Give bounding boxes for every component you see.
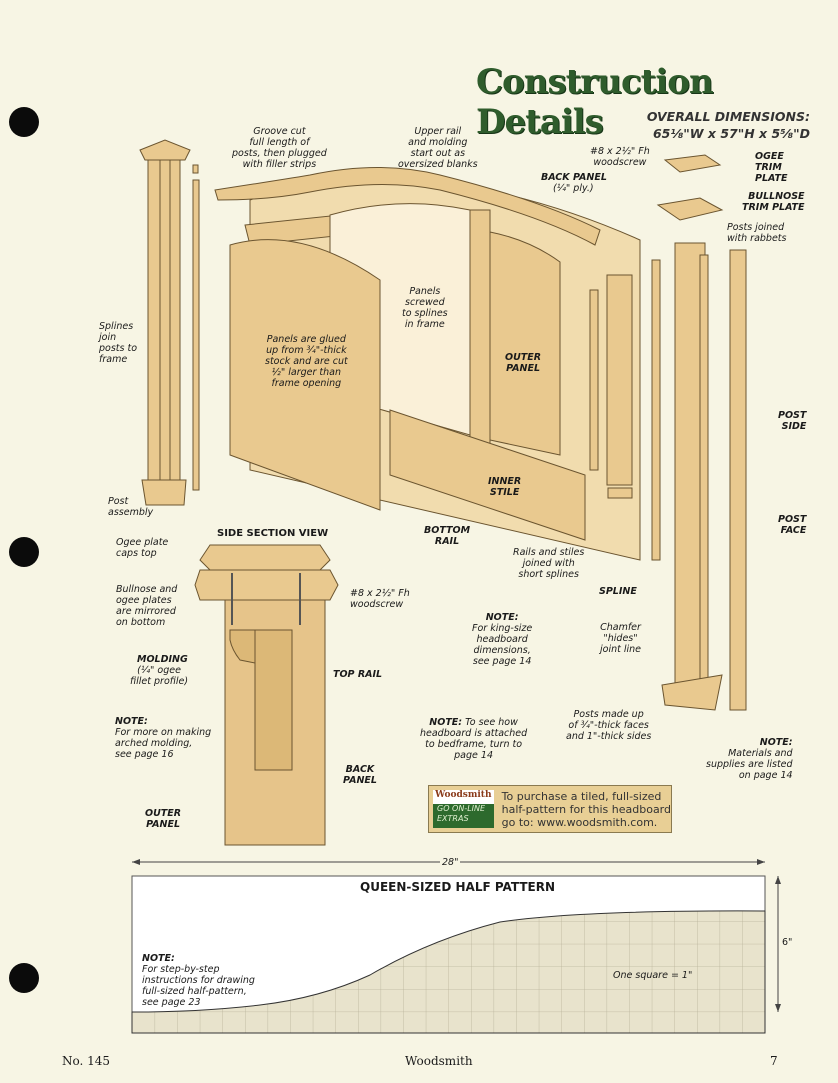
note-heading: NOTE: xyxy=(115,716,148,727)
magazine-name: Woodsmith xyxy=(405,1054,473,1068)
bullnose-trim-plate xyxy=(656,197,724,221)
pattern-title: QUEEN-SIZED HALF PATTERN xyxy=(360,880,556,894)
label-splines-join: Splines join posts to frame xyxy=(99,321,138,365)
logo-go-text: GO xyxy=(437,804,450,813)
label-panels-screwed: Panels screwed to splines in frame xyxy=(402,286,448,330)
logo-text: Woodsmith xyxy=(435,790,492,800)
note-arched: NOTE:For more on making arched molding, … xyxy=(115,716,211,760)
section-molding xyxy=(229,629,256,664)
post-base-right xyxy=(661,674,723,711)
binder-hole xyxy=(9,963,39,993)
label-bullnose-trim: BULLNOSE TRIM PLATE xyxy=(742,191,805,213)
label-upper-rail: Upper rail and molding start out as over… xyxy=(398,126,478,170)
label-post-face: POST FACE xyxy=(778,514,807,536)
filler-strip xyxy=(192,164,199,174)
note-heading: NOTE: xyxy=(759,737,793,748)
section-bullnose-plate xyxy=(194,569,339,601)
pattern-note: NOTE:For step-by-step instructions for d… xyxy=(142,953,255,1008)
label-spline: SPLINE xyxy=(599,586,637,597)
label-bullnose-mirrored: Bullnose and ogee plates are mirrored on… xyxy=(116,584,178,628)
note-text: To see how headboard is attached to bedf… xyxy=(420,717,528,761)
post-cap xyxy=(139,139,191,161)
label-ogee-caps: Ogee plate caps top xyxy=(116,537,169,559)
label-section-woodscrew: #8 x 2½" Fh woodscrew xyxy=(350,588,410,610)
note-king-size: NOTE:For king-size headboard dimensions,… xyxy=(472,612,532,667)
spline xyxy=(651,259,661,561)
label-outer-panel: OUTER PANEL xyxy=(505,352,542,374)
label-posts-made: Posts made up of ¾"-thick faces and 1"-t… xyxy=(566,709,652,742)
label-inner-stile: INNER STILE xyxy=(488,476,522,498)
promo-text: To purchase a tiled, full-sized half-pat… xyxy=(501,789,671,829)
overall-dimensions: OVERALL DIMENSIONS: 65⅛"W x 57"H x 5⅝"D xyxy=(647,108,810,142)
note-heading: NOTE: xyxy=(429,717,463,728)
dimensions-value: 65⅛"W x 57"H x 5⅝"D xyxy=(652,126,810,141)
binder-hole xyxy=(9,537,39,567)
label-rails-stiles: Rails and stiles joined with short splin… xyxy=(513,547,585,580)
label-bottom-rail: BOTTOM RAIL xyxy=(424,525,471,547)
label-panels-glued: Panels are glued up from ¾"-thick stock … xyxy=(265,334,348,389)
label-chamfer: Chamfer "hides" joint line xyxy=(600,622,642,655)
page-number: 7 xyxy=(770,1054,778,1068)
label-molding-sub: (¼" ogee fillet profile) xyxy=(130,665,189,687)
width-label: 28" xyxy=(440,857,461,868)
logo-extras-text: ON-LINE EXTRAS xyxy=(437,804,486,823)
post-side xyxy=(729,249,747,711)
label-groove: Groove cut full length of posts, then pl… xyxy=(232,126,327,170)
label-posts-rabbets: Posts joined with rabbets xyxy=(727,222,787,244)
outer-panel-left xyxy=(229,239,381,511)
issue-number: No. 145 xyxy=(62,1054,111,1068)
label-section-back-panel: BACK PANEL xyxy=(343,764,377,786)
ogee-trim-plate xyxy=(663,154,722,173)
short-spline xyxy=(607,487,633,499)
label-back-panel-sub: (¼" ply.) xyxy=(553,183,594,194)
outer-panel-right xyxy=(489,231,561,456)
section-top-rail xyxy=(254,629,293,771)
note-materials: NOTE:Materials and supplies are listed o… xyxy=(706,737,793,781)
label-ogee-trim: OGEE TRIM PLATE xyxy=(755,151,788,184)
section-title: SIDE SECTION VIEW xyxy=(217,528,329,539)
note-text: For king-size headboard dimensions, see … xyxy=(472,623,533,667)
scale-label: One square = 1" xyxy=(613,970,693,981)
label-woodscrew: #8 x 2½" Fh woodscrew xyxy=(590,146,650,168)
woodsmith-online-extras-logo: Woodsmith GO ON-LINE EXTRAS xyxy=(433,790,494,828)
note-heading: NOTE: xyxy=(142,953,175,964)
note-text: For step-by-step instructions for drawin… xyxy=(142,964,255,1008)
label-molding: MOLDING xyxy=(137,654,188,665)
stile xyxy=(589,289,599,471)
left-post xyxy=(147,159,181,491)
upper-rail xyxy=(214,167,601,246)
dimensions-label: OVERALL DIMENSIONS: xyxy=(646,109,810,124)
label-post-assembly: Post assembly xyxy=(108,496,154,518)
label-back-panel: BACK PANEL xyxy=(541,172,607,183)
bottom-rail xyxy=(389,409,586,541)
post-base xyxy=(141,479,187,506)
note-bedframe: NOTE: To see how headboard is attached t… xyxy=(420,717,527,761)
page-title: Construction Details xyxy=(476,62,714,142)
note-text: Materials and supplies are listed on pag… xyxy=(706,748,793,781)
label-top-rail: TOP RAIL xyxy=(333,669,383,680)
spline-strip xyxy=(192,179,200,491)
note-text: For more on making arched molding, see p… xyxy=(115,727,212,760)
binder-hole xyxy=(9,107,39,137)
label-post-side: POST SIDE xyxy=(778,410,807,432)
online-extras-promo[interactable]: Woodsmith GO ON-LINE EXTRAS To purchase … xyxy=(428,785,672,833)
logo-go: GO ON-LINE EXTRAS xyxy=(433,804,494,828)
label-section-outer-panel: OUTER PANEL xyxy=(145,808,182,830)
note-heading: NOTE: xyxy=(485,612,519,623)
stile xyxy=(606,274,633,486)
height-label: 6" xyxy=(782,937,793,948)
